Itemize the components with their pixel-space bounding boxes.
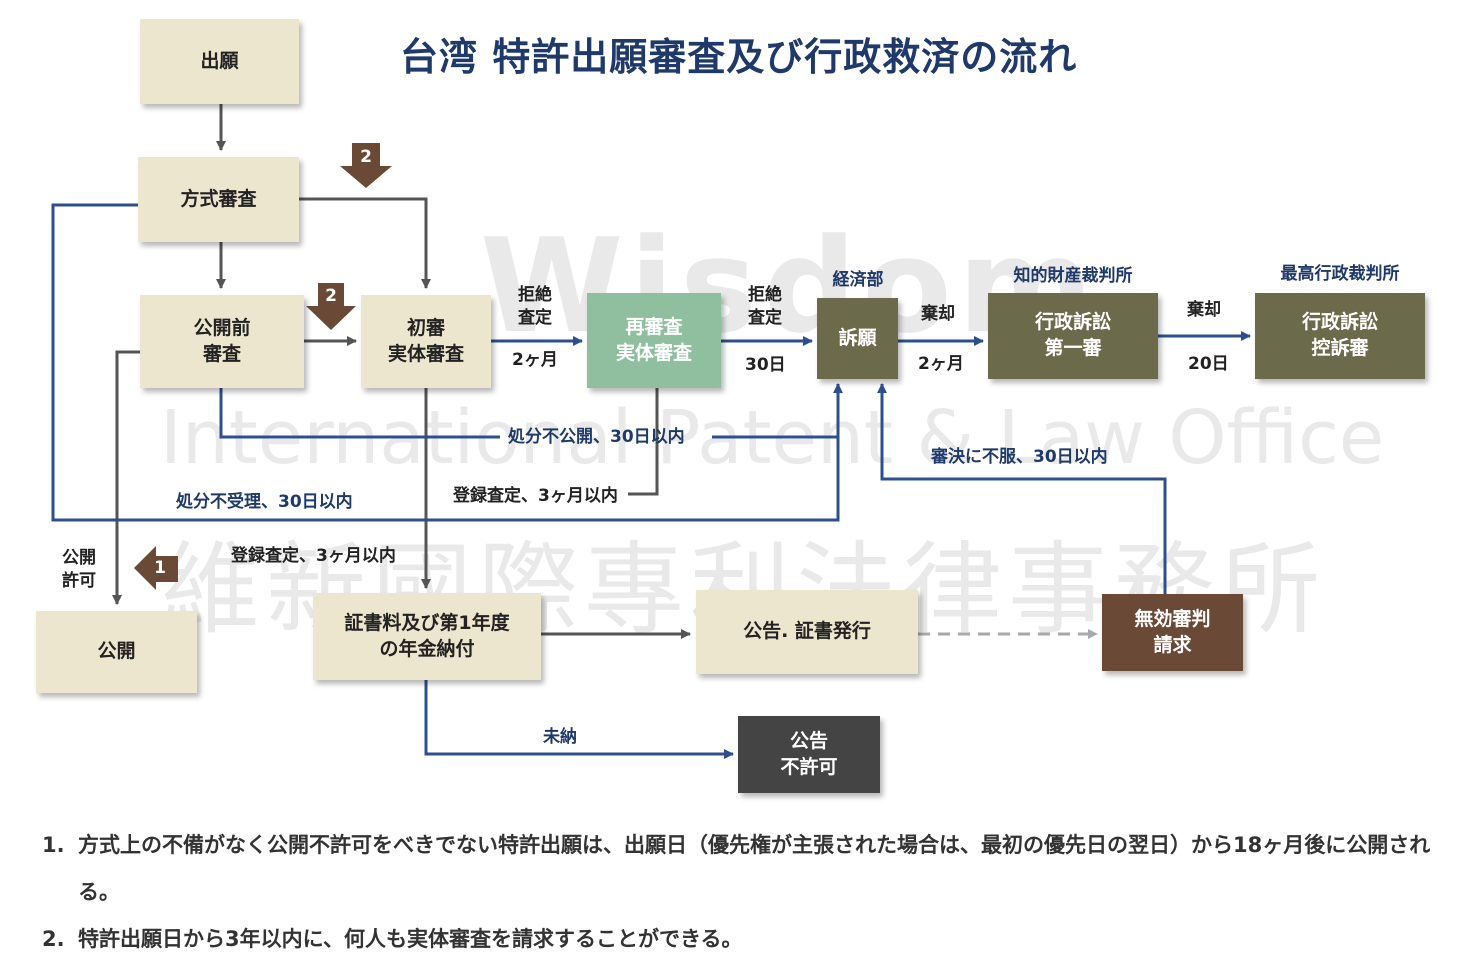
footnote-1: 1. 方式上の不備がなく公開不許可をべきでない特許出願は、出願日（優先権が主張さ… xyxy=(42,822,1462,916)
admin-appeal-label-line2: 控訴審 xyxy=(1311,337,1369,359)
footnote-2-text: 特許出願日から3年以内に、何人も実体審査を請求することができる。 xyxy=(78,927,743,951)
formality-exam-label: 方式審査 xyxy=(180,187,257,210)
certificate-fee-label-line1: 証書料及び第1年度 xyxy=(344,611,510,634)
publish-allowed-line2: 許可 xyxy=(62,570,96,591)
re-exam-label-line1: 再審査 xyxy=(625,315,683,338)
rejection-1-line2: 査定 xyxy=(518,307,552,328)
no-announcement-box: 公告 不許可 xyxy=(738,716,880,793)
no-announcement-label-line1: 公告 xyxy=(789,729,828,752)
publication-box: 公開 xyxy=(36,611,197,693)
first-substantive-exam-box: 初審 実体審査 xyxy=(361,295,491,388)
appeal-label: 訴願 xyxy=(838,326,877,349)
dismissal-label-2: 棄却 xyxy=(1187,300,1221,320)
appeal-box: 訴願 xyxy=(817,298,898,379)
admin-litigation-first-box: 行政訴訟 第一審 xyxy=(988,293,1158,379)
application-label: 出願 xyxy=(200,49,239,72)
footnotes: 1. 方式上の不備がなく公開不許可をべきでない特許出願は、出願日（優先権が主張さ… xyxy=(42,822,1462,963)
re-exam-label-line2: 実体審査 xyxy=(615,341,692,364)
ip-court-label: 知的財産裁判所 xyxy=(1013,266,1133,286)
pre-publication-label-line2: 審査 xyxy=(202,342,241,365)
arrow-invalidation-to-appeal xyxy=(877,383,1167,594)
formality-exam-box: 方式審査 xyxy=(138,157,299,242)
rejection-2-line1: 拒絶 xyxy=(748,285,782,305)
arrow-certificate-unpaid xyxy=(424,680,734,759)
rejection-label-2: 拒絶 査定 xyxy=(740,284,790,330)
deadline-2-months-a: 2ヶ月 xyxy=(512,350,558,370)
registration-label-reexam: 登録査定、3ヶ月以内 xyxy=(453,486,618,506)
admin-litigation-appeal-box: 行政訴訟 控訴審 xyxy=(1255,293,1425,379)
invalidation-label-line2: 請求 xyxy=(1153,633,1192,656)
footnote-1-number: 1. xyxy=(42,833,65,857)
announcement-box: 公告. 証書発行 xyxy=(696,590,918,674)
deadline-2-months-b: 2ヶ月 xyxy=(918,354,964,374)
footnote-2: 2. 特許出願日から3年以内に、何人も実体審査を請求することができる。 xyxy=(42,916,1462,963)
badge-number-2-top: 2 xyxy=(360,147,372,167)
badge-arrow-2-top-shape xyxy=(340,143,392,188)
no-announcement-label-line2: 不許可 xyxy=(780,755,838,778)
unpaid-label: 未納 xyxy=(543,727,577,747)
badge-number-2-mid: 2 xyxy=(325,286,337,306)
invalidation-box: 無効審判 請求 xyxy=(1102,594,1243,671)
pre-publication-label-line1: 公開前 xyxy=(193,316,251,339)
footnote-2-number: 2. xyxy=(42,927,65,951)
footnote-1-text: 方式上の不備がなく公開不許可をべきでない特許出願は、出願日（優先権が主張された場… xyxy=(78,833,1431,904)
certificate-fee-label-line2: の年金納付 xyxy=(379,637,475,660)
dismissal-label-1: 棄却 xyxy=(921,304,955,324)
badge-arrow-2-mid-shape xyxy=(306,283,356,330)
badge-number-1: 1 xyxy=(154,558,166,578)
publication-label: 公開 xyxy=(97,640,136,663)
rejection-2-line2: 査定 xyxy=(748,307,782,328)
rejection-1-line1: 拒絶 xyxy=(518,285,552,305)
supreme-admin-court-label: 最高行政裁判所 xyxy=(1280,264,1400,284)
admin-appeal-label-line1: 行政訴訟 xyxy=(1301,311,1378,334)
first-exam-label-line1: 初審 xyxy=(406,316,445,339)
rejection-label-1: 拒絶 査定 xyxy=(510,284,560,330)
moea-label: 経済部 xyxy=(832,270,884,290)
first-exam-label-line2: 実体審査 xyxy=(387,342,464,365)
publish-allowed-line1: 公開 xyxy=(62,548,96,568)
admin-first-label-line2: 第一審 xyxy=(1044,337,1102,359)
admin-first-label-line1: 行政訴訟 xyxy=(1034,311,1111,334)
arrow-not-accept-to-appeal xyxy=(51,203,843,522)
page-title: 台湾 特許出願審査及び行政救済の流れ xyxy=(400,35,1078,79)
not-publish-label: 処分不公開、30日以内 xyxy=(508,427,685,447)
badge-arrow-1-shape xyxy=(134,546,178,590)
publish-allowed-label: 公開 許可 xyxy=(57,547,101,593)
registration-label-first: 登録査定、3ヶ月以内 xyxy=(231,546,396,566)
certificate-fee-box: 証書料及び第1年度 の年金納付 xyxy=(313,593,541,680)
pre-publication-exam-box: 公開前 審査 xyxy=(140,295,304,388)
arrow-formality-to-first-exam xyxy=(299,197,431,289)
announcement-label: 公告. 証書発行 xyxy=(743,620,871,643)
not-accept-label: 処分不受理、30日以内 xyxy=(176,492,353,512)
line-reexam-registration xyxy=(628,388,659,496)
deadline-20-days: 20日 xyxy=(1188,354,1229,374)
application-box: 出願 xyxy=(140,19,299,104)
deadline-30-days: 30日 xyxy=(745,355,786,375)
trial-appeal-label: 審決に不服、30日以内 xyxy=(931,447,1108,467)
line-not-publish xyxy=(219,388,838,439)
invalidation-label-line1: 無効審判 xyxy=(1134,607,1211,630)
re-examination-box: 再審査 実体審査 xyxy=(587,293,721,388)
